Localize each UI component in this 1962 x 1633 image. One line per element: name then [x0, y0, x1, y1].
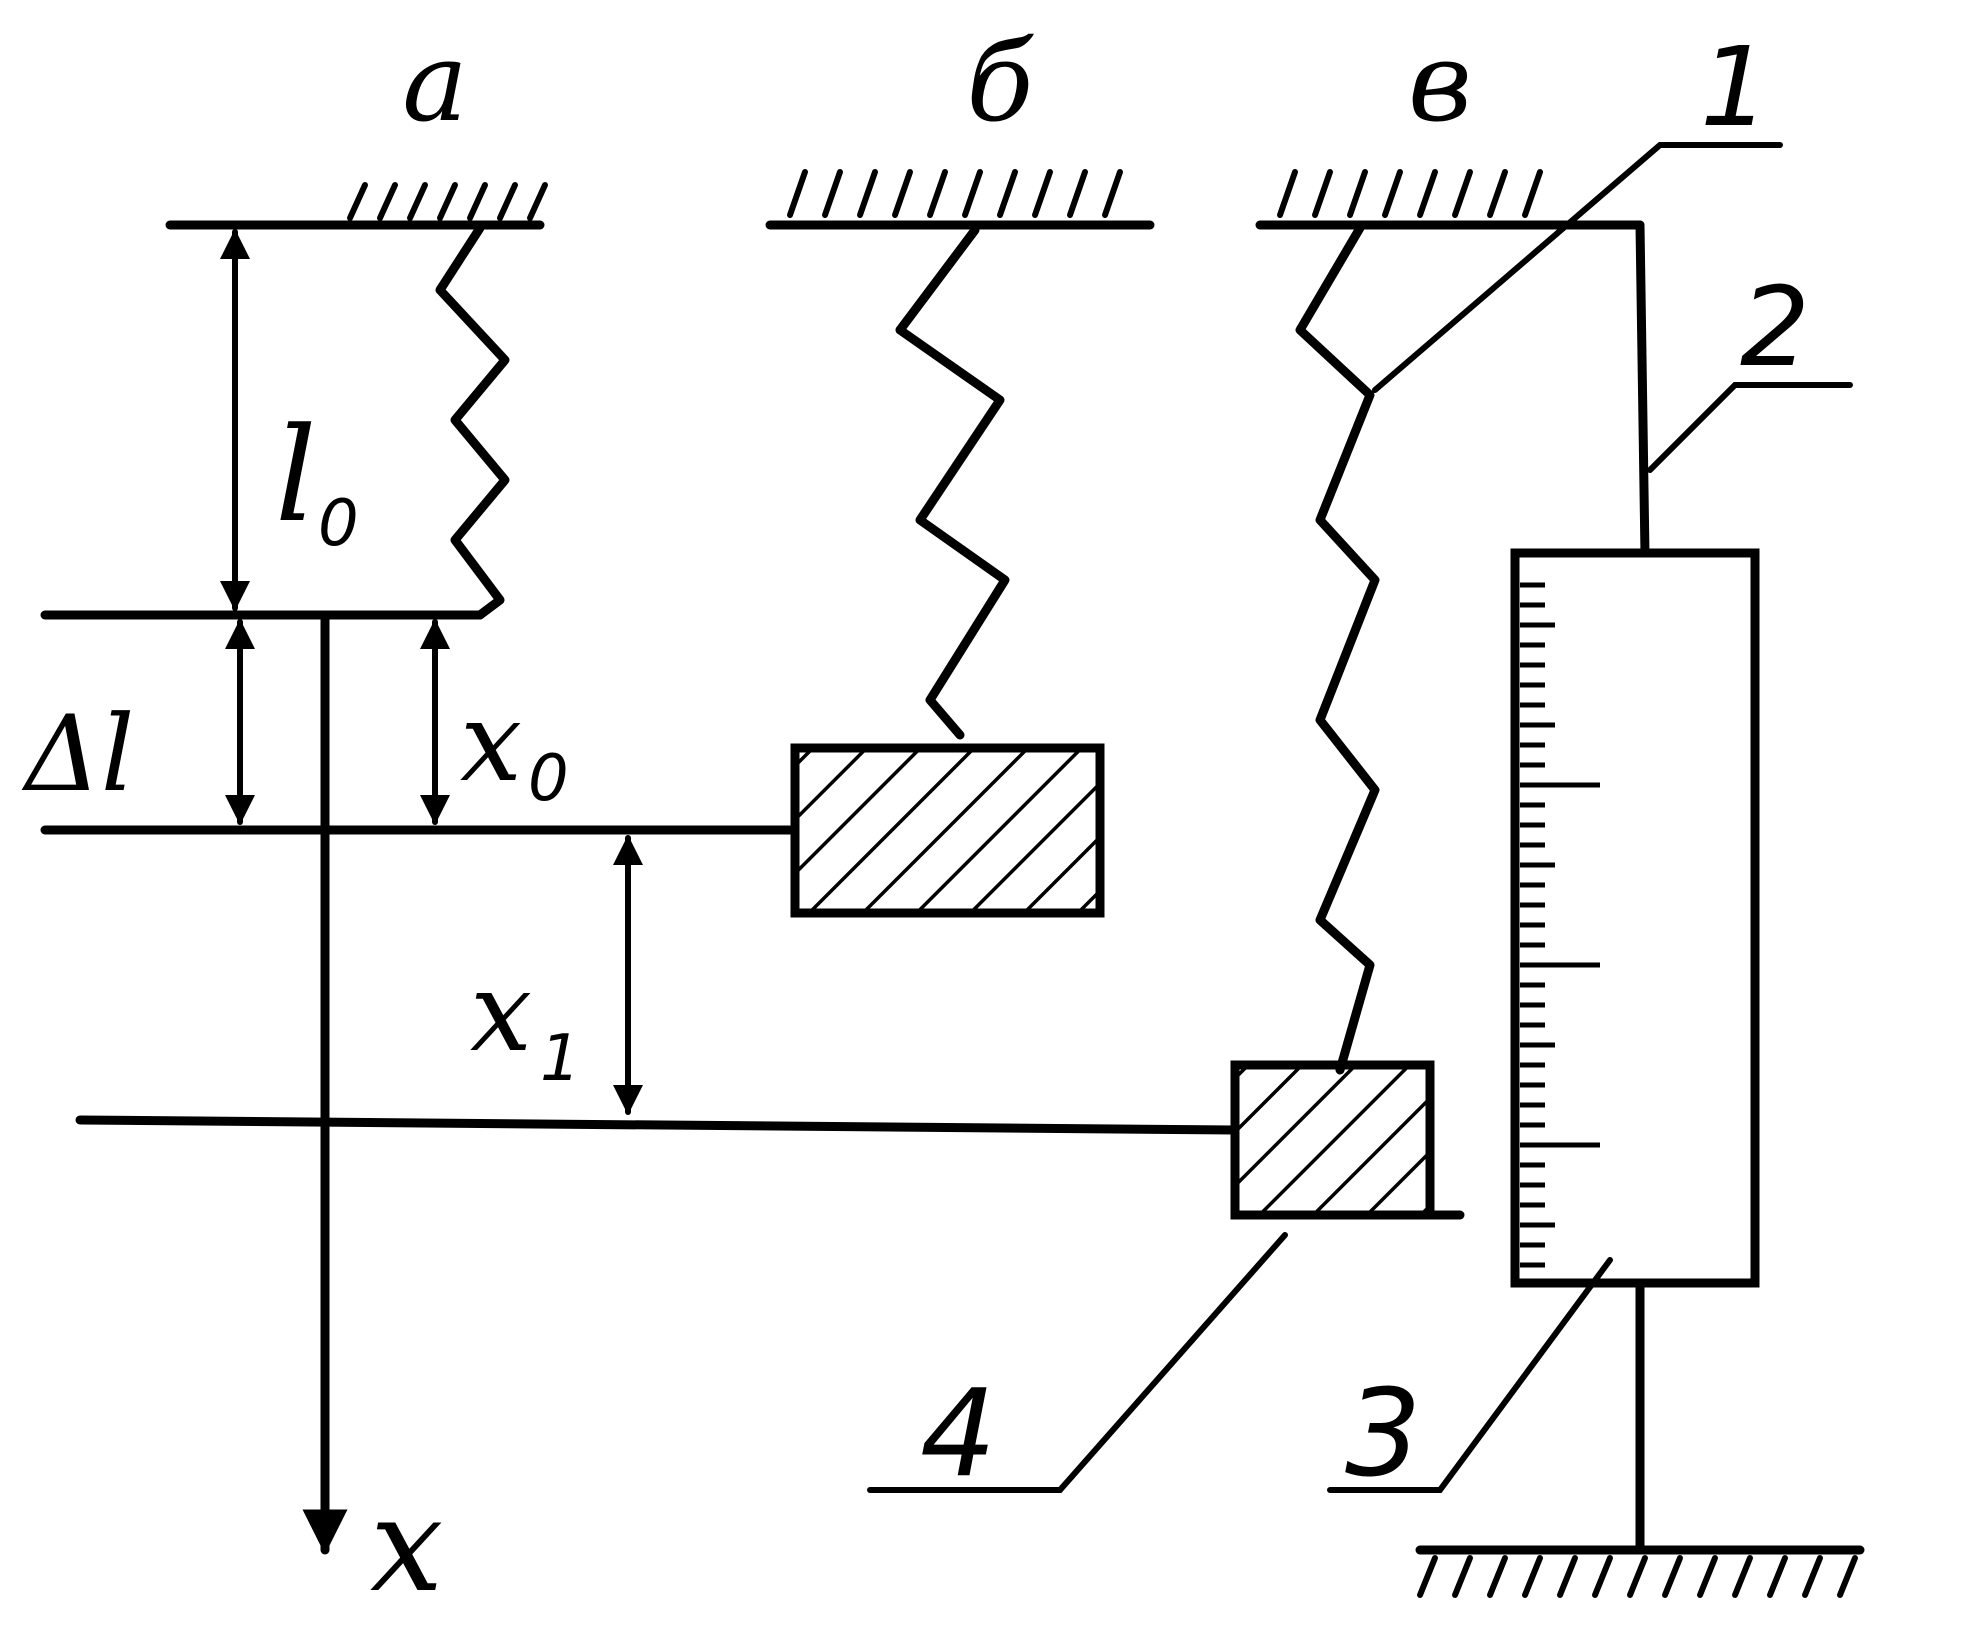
panel-b: б	[765, 18, 1155, 918]
panel-a-label: a	[402, 18, 468, 146]
mass-line	[75, 1115, 1240, 1135]
l0-label: l	[275, 399, 317, 551]
ceiling-v	[1255, 169, 1645, 230]
delta-l-label: Δl	[21, 693, 134, 815]
panel-v: в 1 2 3 4	[867, 18, 1865, 1598]
mass-v	[1230, 1060, 1435, 1220]
part-2-label: 2	[1740, 263, 1810, 391]
x1-label: x	[470, 948, 532, 1076]
part-1-label: 1	[1700, 23, 1770, 151]
scale-support-rod	[1635, 220, 1650, 560]
scale-ticks	[1520, 582, 1600, 1268]
x1-subscript: 1	[540, 1022, 581, 1096]
l0-subscript: 0	[318, 487, 359, 561]
leader-3	[1327, 1257, 1613, 1493]
mass-b	[790, 743, 1105, 918]
leader-4	[867, 1232, 1288, 1493]
ruler-scale	[1510, 548, 1760, 1288]
x0-subscript: 0	[528, 742, 569, 816]
ceiling-b	[765, 169, 1155, 230]
ceiling-a	[165, 182, 548, 230]
panel-b-label: б	[966, 18, 1034, 146]
part-4-label: 4	[920, 1365, 996, 1504]
leader-1	[1372, 142, 1783, 393]
x-axis-label: x	[370, 1469, 443, 1621]
floor-v	[1415, 1545, 1865, 1598]
panel-v-label: в	[1408, 18, 1472, 146]
part-3-label: 3	[1345, 1365, 1421, 1504]
x0-label: x	[460, 678, 522, 806]
spring-v	[1295, 223, 1380, 1075]
leader-2	[1647, 382, 1853, 473]
spring-a	[435, 223, 510, 620]
panel-a: a l 0 Δl x 0 x	[21, 18, 795, 1621]
spring-b	[895, 225, 1010, 740]
